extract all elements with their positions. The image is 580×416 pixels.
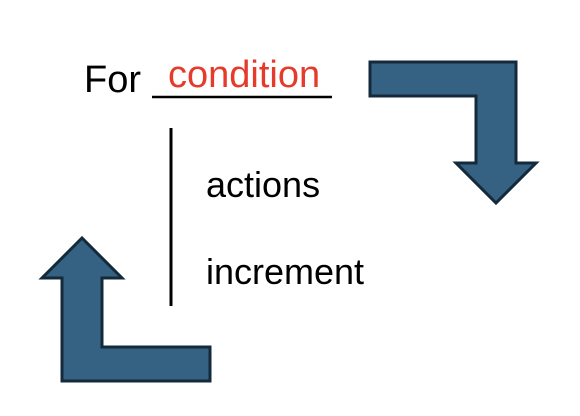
- for-keyword: For: [84, 59, 141, 101]
- elbow-arrow-right-down-icon: [368, 60, 540, 206]
- condition-label: condition: [168, 54, 321, 96]
- body-step-increment: increment: [206, 251, 365, 292]
- elbow-arrow-left-up-icon: [38, 235, 212, 383]
- body-step-actions: actions: [206, 164, 321, 205]
